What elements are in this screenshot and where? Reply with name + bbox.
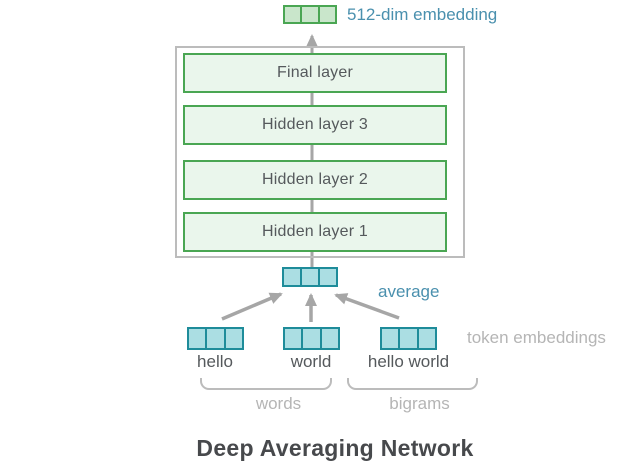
embedding-cell xyxy=(205,327,226,350)
embedding-cell xyxy=(318,267,338,287)
embedding-cell xyxy=(223,327,244,350)
output-embedding-cells xyxy=(283,5,337,24)
average-label: average xyxy=(378,282,440,301)
token-cells-world xyxy=(283,327,340,350)
embedding-cell xyxy=(301,327,322,350)
embedding-cell xyxy=(187,327,208,350)
bigrams-brace xyxy=(347,378,478,390)
words-group-label: words xyxy=(255,394,302,413)
embedding-cell xyxy=(416,327,437,350)
average-embedding-cells xyxy=(282,267,338,287)
words-brace xyxy=(200,378,332,390)
token-label-hello-world: hello world xyxy=(367,352,450,371)
token-cells-hello xyxy=(187,327,244,350)
embedding-cell xyxy=(317,5,337,24)
embedding-cell xyxy=(283,327,304,350)
layer-label: Final layer xyxy=(276,64,353,81)
embedding-cell xyxy=(300,267,320,287)
layer-final: Final layer xyxy=(183,53,447,93)
token-embeddings-label: token embeddings xyxy=(467,328,606,347)
embedding-cell xyxy=(282,267,302,287)
layer-label: Hidden layer 3 xyxy=(262,116,368,133)
layer-hidden-3: Hidden layer 3 xyxy=(183,105,447,145)
diagram-title: Deep Averaging Network xyxy=(196,435,474,461)
embedding-cell xyxy=(380,327,401,350)
arrow-bigram-to-average xyxy=(334,293,400,320)
layer-hidden-2: Hidden layer 2 xyxy=(183,160,447,200)
embedding-cell xyxy=(319,327,340,350)
layer-label: Hidden layer 1 xyxy=(262,223,368,240)
bigrams-group-label: bigrams xyxy=(389,394,450,413)
network-box xyxy=(175,46,465,258)
token-label-hello: hello xyxy=(197,352,233,371)
token-label-world: world xyxy=(290,352,332,371)
layer-hidden-1: Hidden layer 1 xyxy=(183,212,447,252)
token-cells-hello-world xyxy=(380,327,437,350)
layer-label: Hidden layer 2 xyxy=(262,171,368,188)
output-embedding-label: 512-dim embedding xyxy=(347,5,498,24)
arrow-hello-to-average xyxy=(221,292,283,321)
embedding-cell xyxy=(398,327,419,350)
